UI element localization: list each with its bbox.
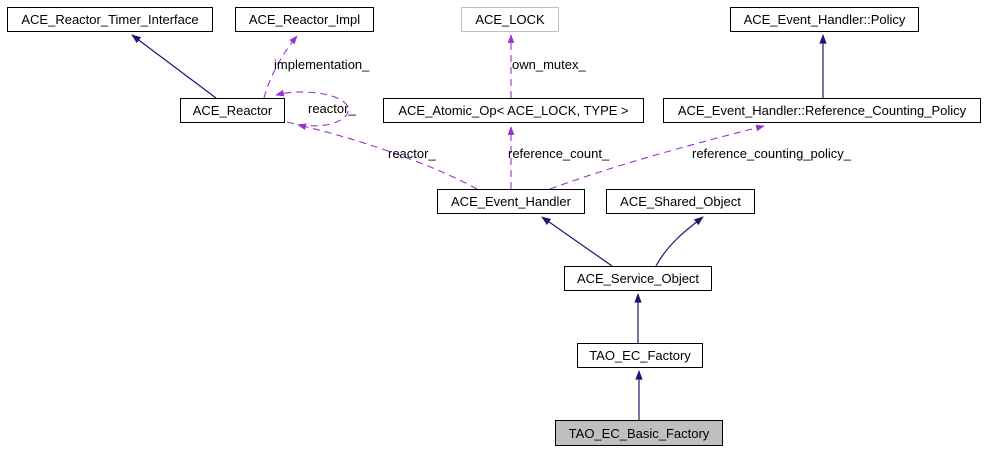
- edge-inherit-reactor-to-timer-interface: [131, 34, 217, 99]
- node-ace-event-handler[interactable]: ACE_Event_Handler: [437, 189, 585, 214]
- edge-usage-implementation: [263, 35, 298, 99]
- node-tao-ec-basic-factory: TAO_EC_Basic_Factory: [555, 420, 723, 446]
- edge-usage-reactor-self-loop: [275, 89, 349, 127]
- edge-label-implementation: implementation_: [274, 57, 370, 72]
- edge-usage-eventhandler-reactor: [297, 123, 478, 190]
- edge-label-reactor: reactor_: [388, 146, 436, 161]
- edge-label-reactor-self: reactor_: [308, 101, 356, 116]
- edge-label-own-mutex: own_mutex_: [512, 57, 586, 72]
- node-ace-lock: ACE_LOCK: [461, 7, 559, 32]
- edge-label-reference-count: reference_count_: [508, 146, 610, 161]
- node-ace-atomic-op[interactable]: ACE_Atomic_Op< ACE_LOCK, TYPE >: [383, 98, 644, 123]
- edge-label-reference-counting-policy: reference_counting_policy_: [692, 146, 851, 161]
- node-ace-reactor-timer-interface[interactable]: ACE_Reactor_Timer_Interface: [7, 7, 213, 32]
- node-ace-reactor-impl[interactable]: ACE_Reactor_Impl: [235, 7, 374, 32]
- node-ace-event-handler-policy[interactable]: ACE_Event_Handler::Policy: [730, 7, 919, 32]
- edge-usage-reference-counting-policy: [549, 124, 765, 190]
- node-ace-event-handler-reference-counting-policy[interactable]: ACE_Event_Handler::Reference_Counting_Po…: [663, 98, 981, 123]
- node-ace-service-object[interactable]: ACE_Service_Object: [564, 266, 712, 291]
- edge-inherit-serviceobject-to-sharedobject: [655, 216, 704, 267]
- node-ace-shared-object[interactable]: ACE_Shared_Object: [606, 189, 755, 214]
- edge-inherit-serviceobject-to-eventhandler: [541, 216, 613, 267]
- node-tao-ec-factory[interactable]: TAO_EC_Factory: [577, 343, 703, 368]
- node-ace-reactor[interactable]: ACE_Reactor: [180, 98, 285, 123]
